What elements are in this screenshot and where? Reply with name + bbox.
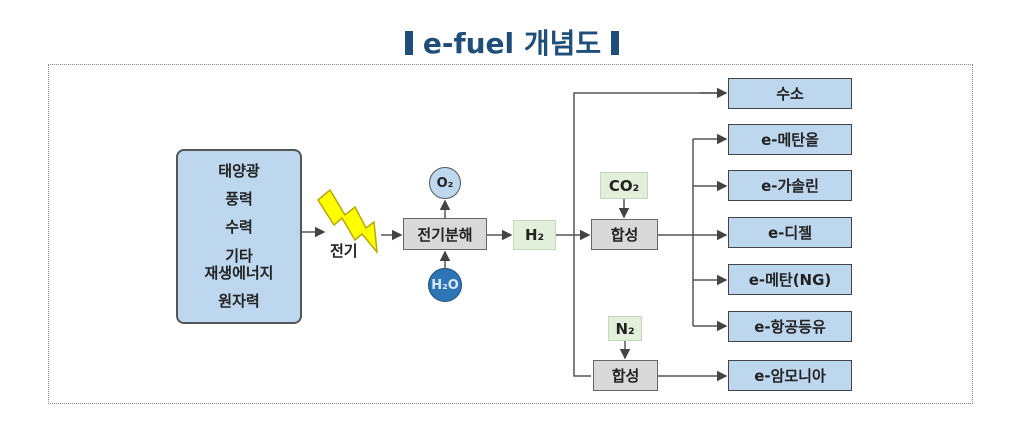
product-hydrogen: 수소 — [728, 78, 852, 109]
energy-sources-box: 태양광 풍력 수력 기타 재생에너지 원자력 — [176, 149, 302, 324]
product-diesel: e-디젤 — [728, 217, 852, 248]
h2-box: H₂ — [513, 220, 556, 250]
source-wind: 풍력 — [225, 189, 253, 208]
source-nuclear: 원자력 — [218, 292, 260, 311]
o2-circle: O₂ — [429, 167, 461, 199]
co2-box: CO₂ — [600, 172, 648, 199]
source-solar: 태양광 — [218, 161, 260, 180]
source-other-renewable: 기타 재생에너지 — [204, 246, 274, 282]
diagram-frame — [48, 64, 973, 404]
product-methane: e-메탄(NG) — [728, 264, 852, 295]
synthesis-box-carbon: 합성 — [591, 219, 658, 250]
title-bar-right — [611, 31, 620, 55]
page-title: e-fuel 개념도 — [0, 22, 1024, 62]
source-hydro: 수력 — [225, 218, 253, 237]
h2o-circle: H₂O — [428, 268, 462, 302]
title-text: e-fuel 개념도 — [422, 27, 602, 60]
product-ammonia: e-암모니아 — [728, 360, 852, 391]
synthesis-box-nitrogen: 합성 — [593, 360, 658, 391]
electrolysis-box: 전기분해 — [403, 218, 487, 250]
product-methanol: e-메탄올 — [728, 124, 852, 155]
product-jet-fuel: e-항공등유 — [728, 311, 852, 342]
lightning-icon — [317, 188, 378, 255]
title-bar-left — [404, 31, 413, 55]
n2-box: N₂ — [608, 316, 642, 341]
product-gasoline: e-가솔린 — [728, 170, 852, 201]
electricity-label: 전기 — [330, 242, 358, 260]
